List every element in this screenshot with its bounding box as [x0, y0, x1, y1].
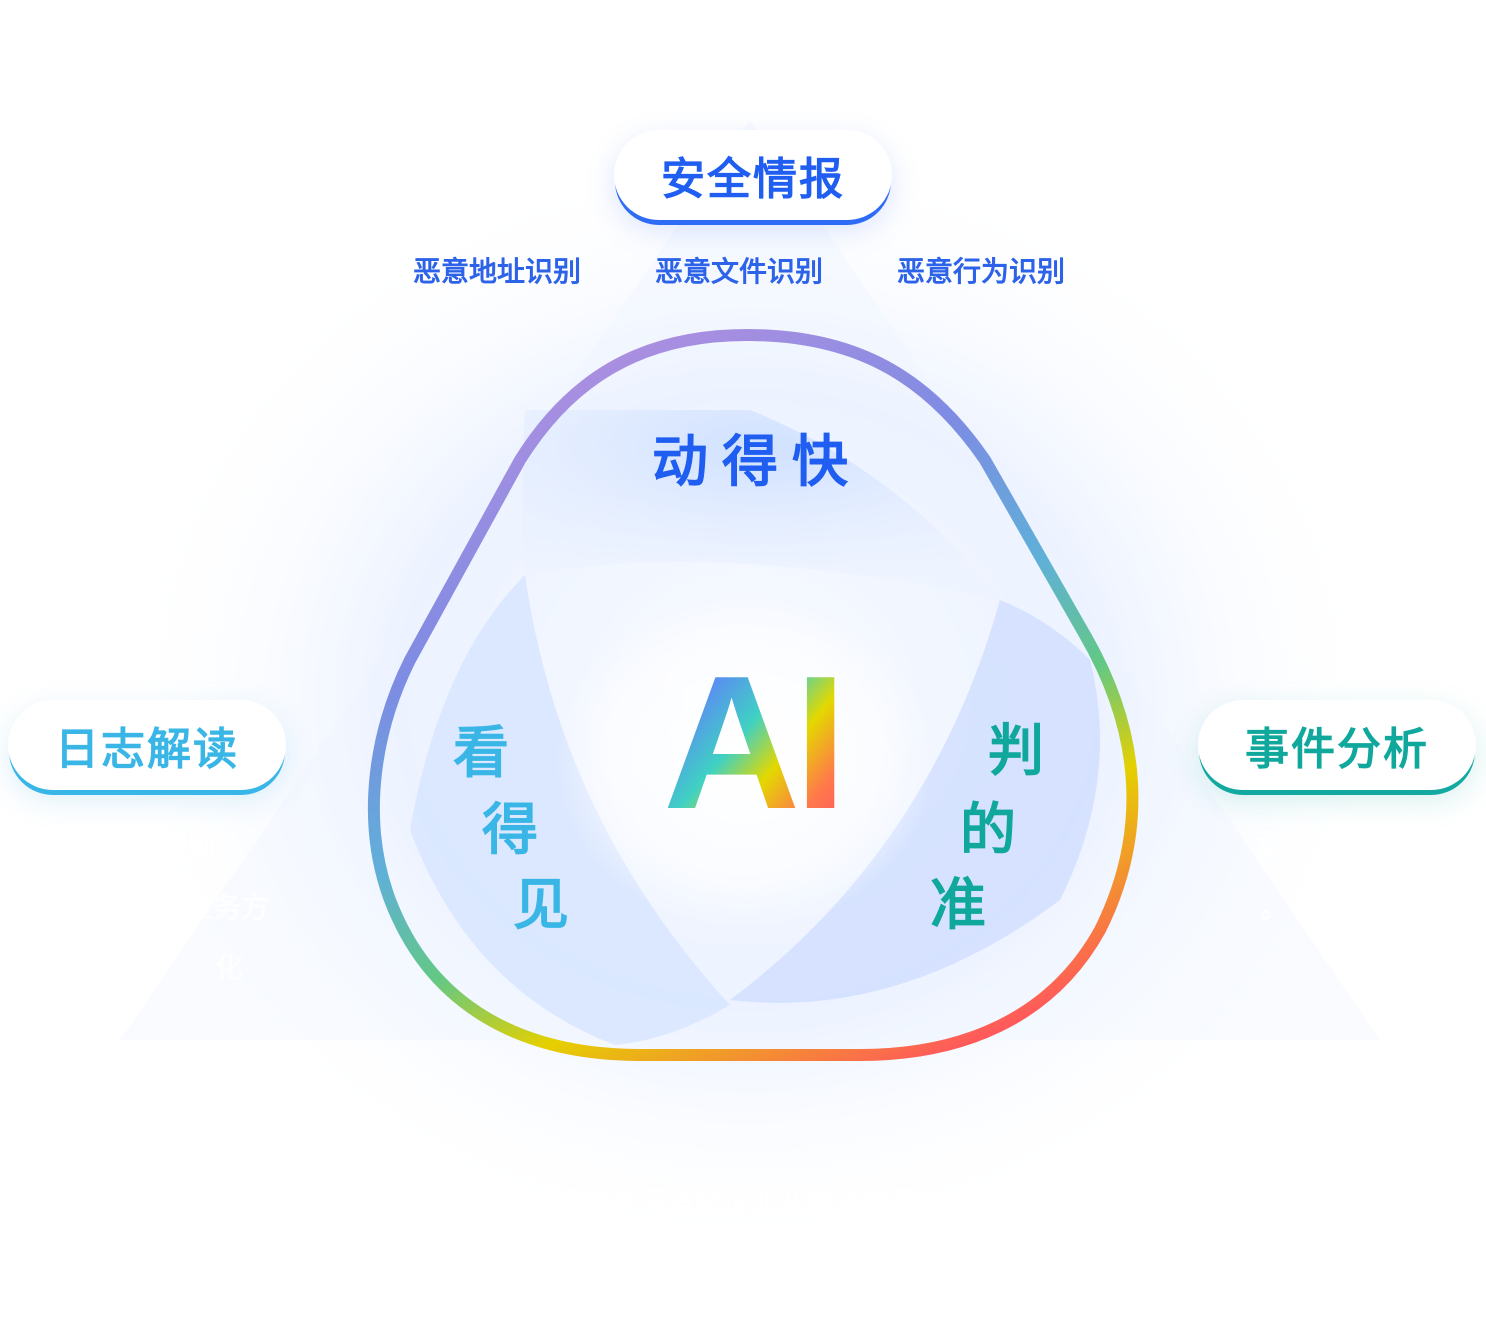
slogan-text: 持续学习适配企业业务场景变化 — [553, 1185, 946, 1218]
feature-left-1: 识别 — [160, 831, 217, 864]
char-see-2: 得 — [482, 798, 538, 863]
petal-top — [522, 410, 1000, 600]
phrase-move-fast: 动得快 — [652, 430, 862, 495]
feature-malicious-behavior: 恶意行为识别 — [897, 255, 1066, 288]
feature-right-1: 文 — [1255, 831, 1284, 864]
feature-left-2: 业务方 — [185, 891, 270, 924]
char-see-3: 见 — [513, 873, 569, 938]
node-log-interpretation-label: 日志解读 — [55, 724, 239, 775]
node-log-interpretation[interactable]: 日志解读 — [8, 700, 286, 790]
gradient-ring — [367, 329, 1139, 1061]
char-see-1: 看 — [453, 721, 509, 786]
node-security-intel-label: 安全情报 — [661, 154, 845, 205]
node-security-intel[interactable]: 安全情报 — [614, 130, 892, 220]
center-glow — [555, 590, 935, 930]
char-judge-1: 判 — [988, 719, 1044, 784]
feature-malicious-address: 恶意地址识别 — [413, 255, 582, 288]
feature-malicious-file: 恶意文件识别 — [655, 255, 824, 288]
feature-left-3: 化 — [215, 951, 244, 984]
char-judge-3: 准 — [930, 873, 986, 938]
node-event-analysis[interactable]: 事件分析 — [1198, 700, 1476, 790]
node-event-analysis-label: 事件分析 — [1245, 724, 1429, 775]
feature-right-2: 。 — [1260, 891, 1289, 924]
char-judge-2: 的 — [960, 798, 1016, 863]
ai-logo: AI — [663, 637, 841, 849]
